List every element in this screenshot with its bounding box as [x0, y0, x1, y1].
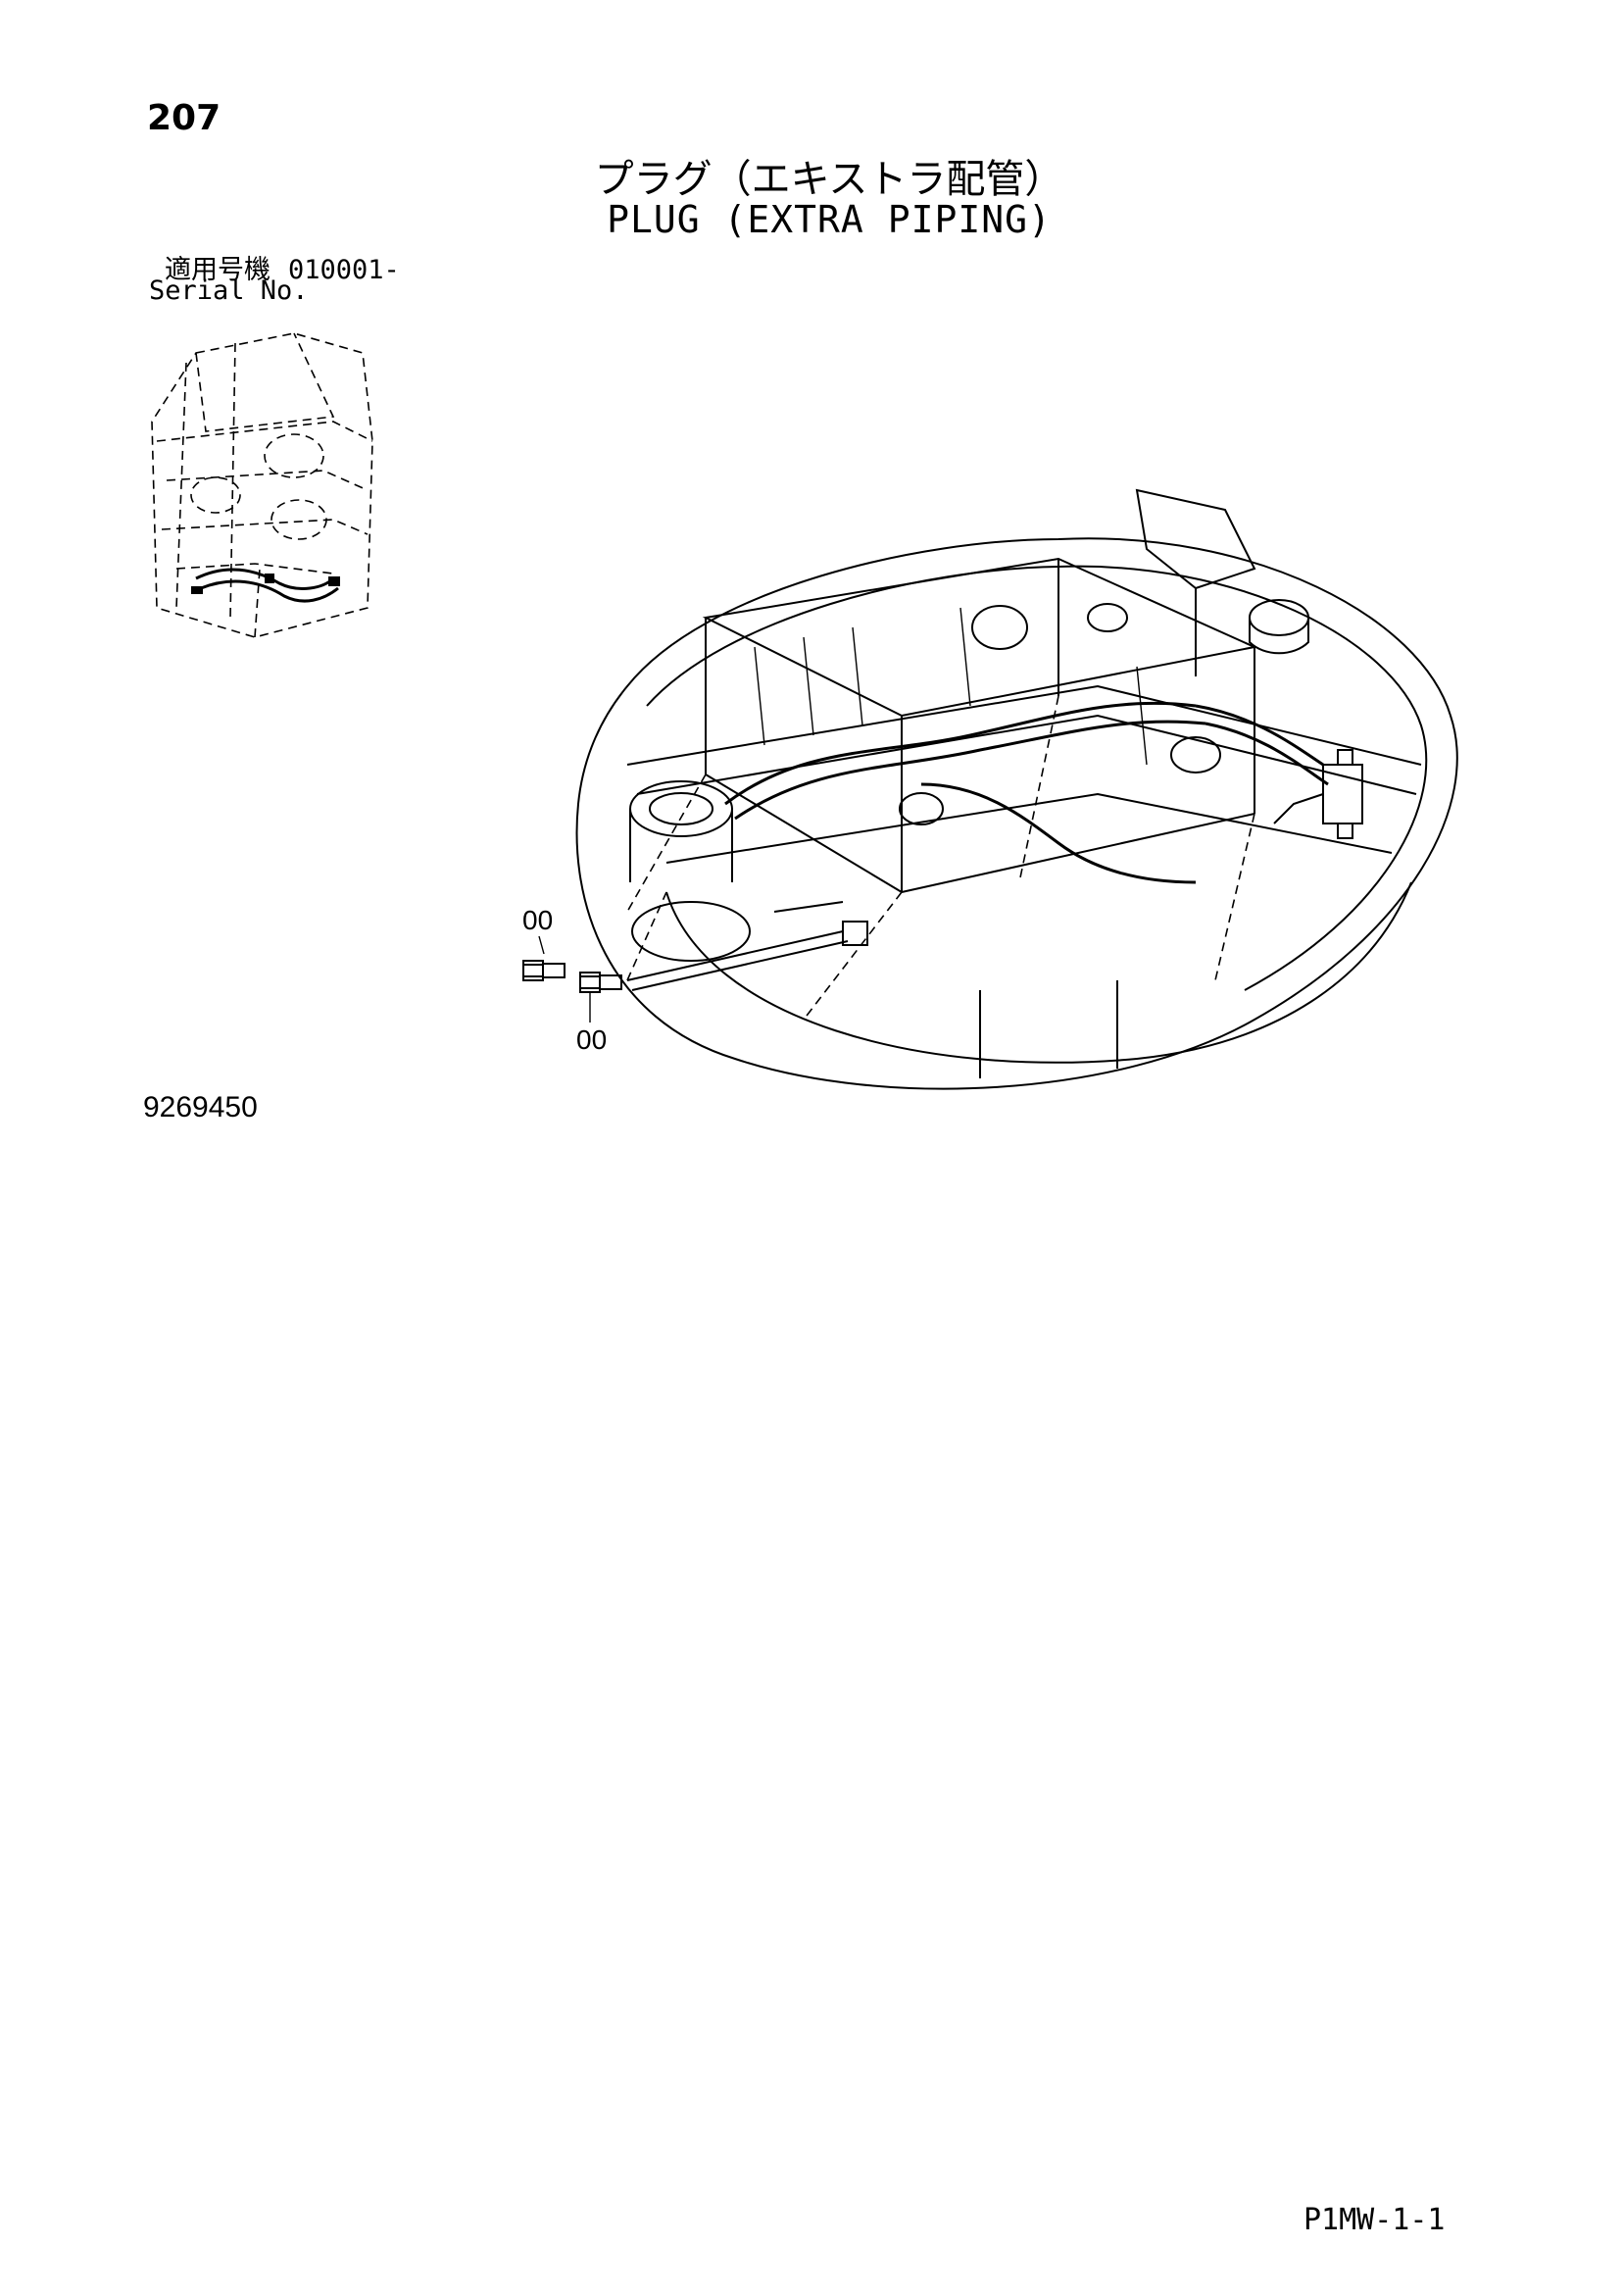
title-japanese: プラグ（エキストラ配管）: [594, 157, 1064, 202]
plug-part-1: [522, 960, 566, 981]
locator-thumbnail: [151, 332, 373, 638]
main-drawing: [575, 488, 1458, 1090]
serial-label-jp-text: 適用号機: [165, 255, 270, 285]
page-number: 207: [147, 98, 221, 138]
page-code: P1MW-1-1: [1303, 2203, 1446, 2237]
callout-label-1: 00: [522, 905, 554, 935]
serial-value: 010001-: [288, 255, 400, 285]
drawing-number: 9269450: [143, 1091, 258, 1123]
serial-label-english: Serial No.: [149, 275, 309, 306]
serial-label-japanese: 適用号機 010001-: [165, 248, 400, 286]
callout-label-2: 00: [576, 1024, 608, 1055]
title-english: PLUG (EXTRA PIPING): [607, 198, 1052, 241]
leader-lines: [538, 936, 591, 1023]
